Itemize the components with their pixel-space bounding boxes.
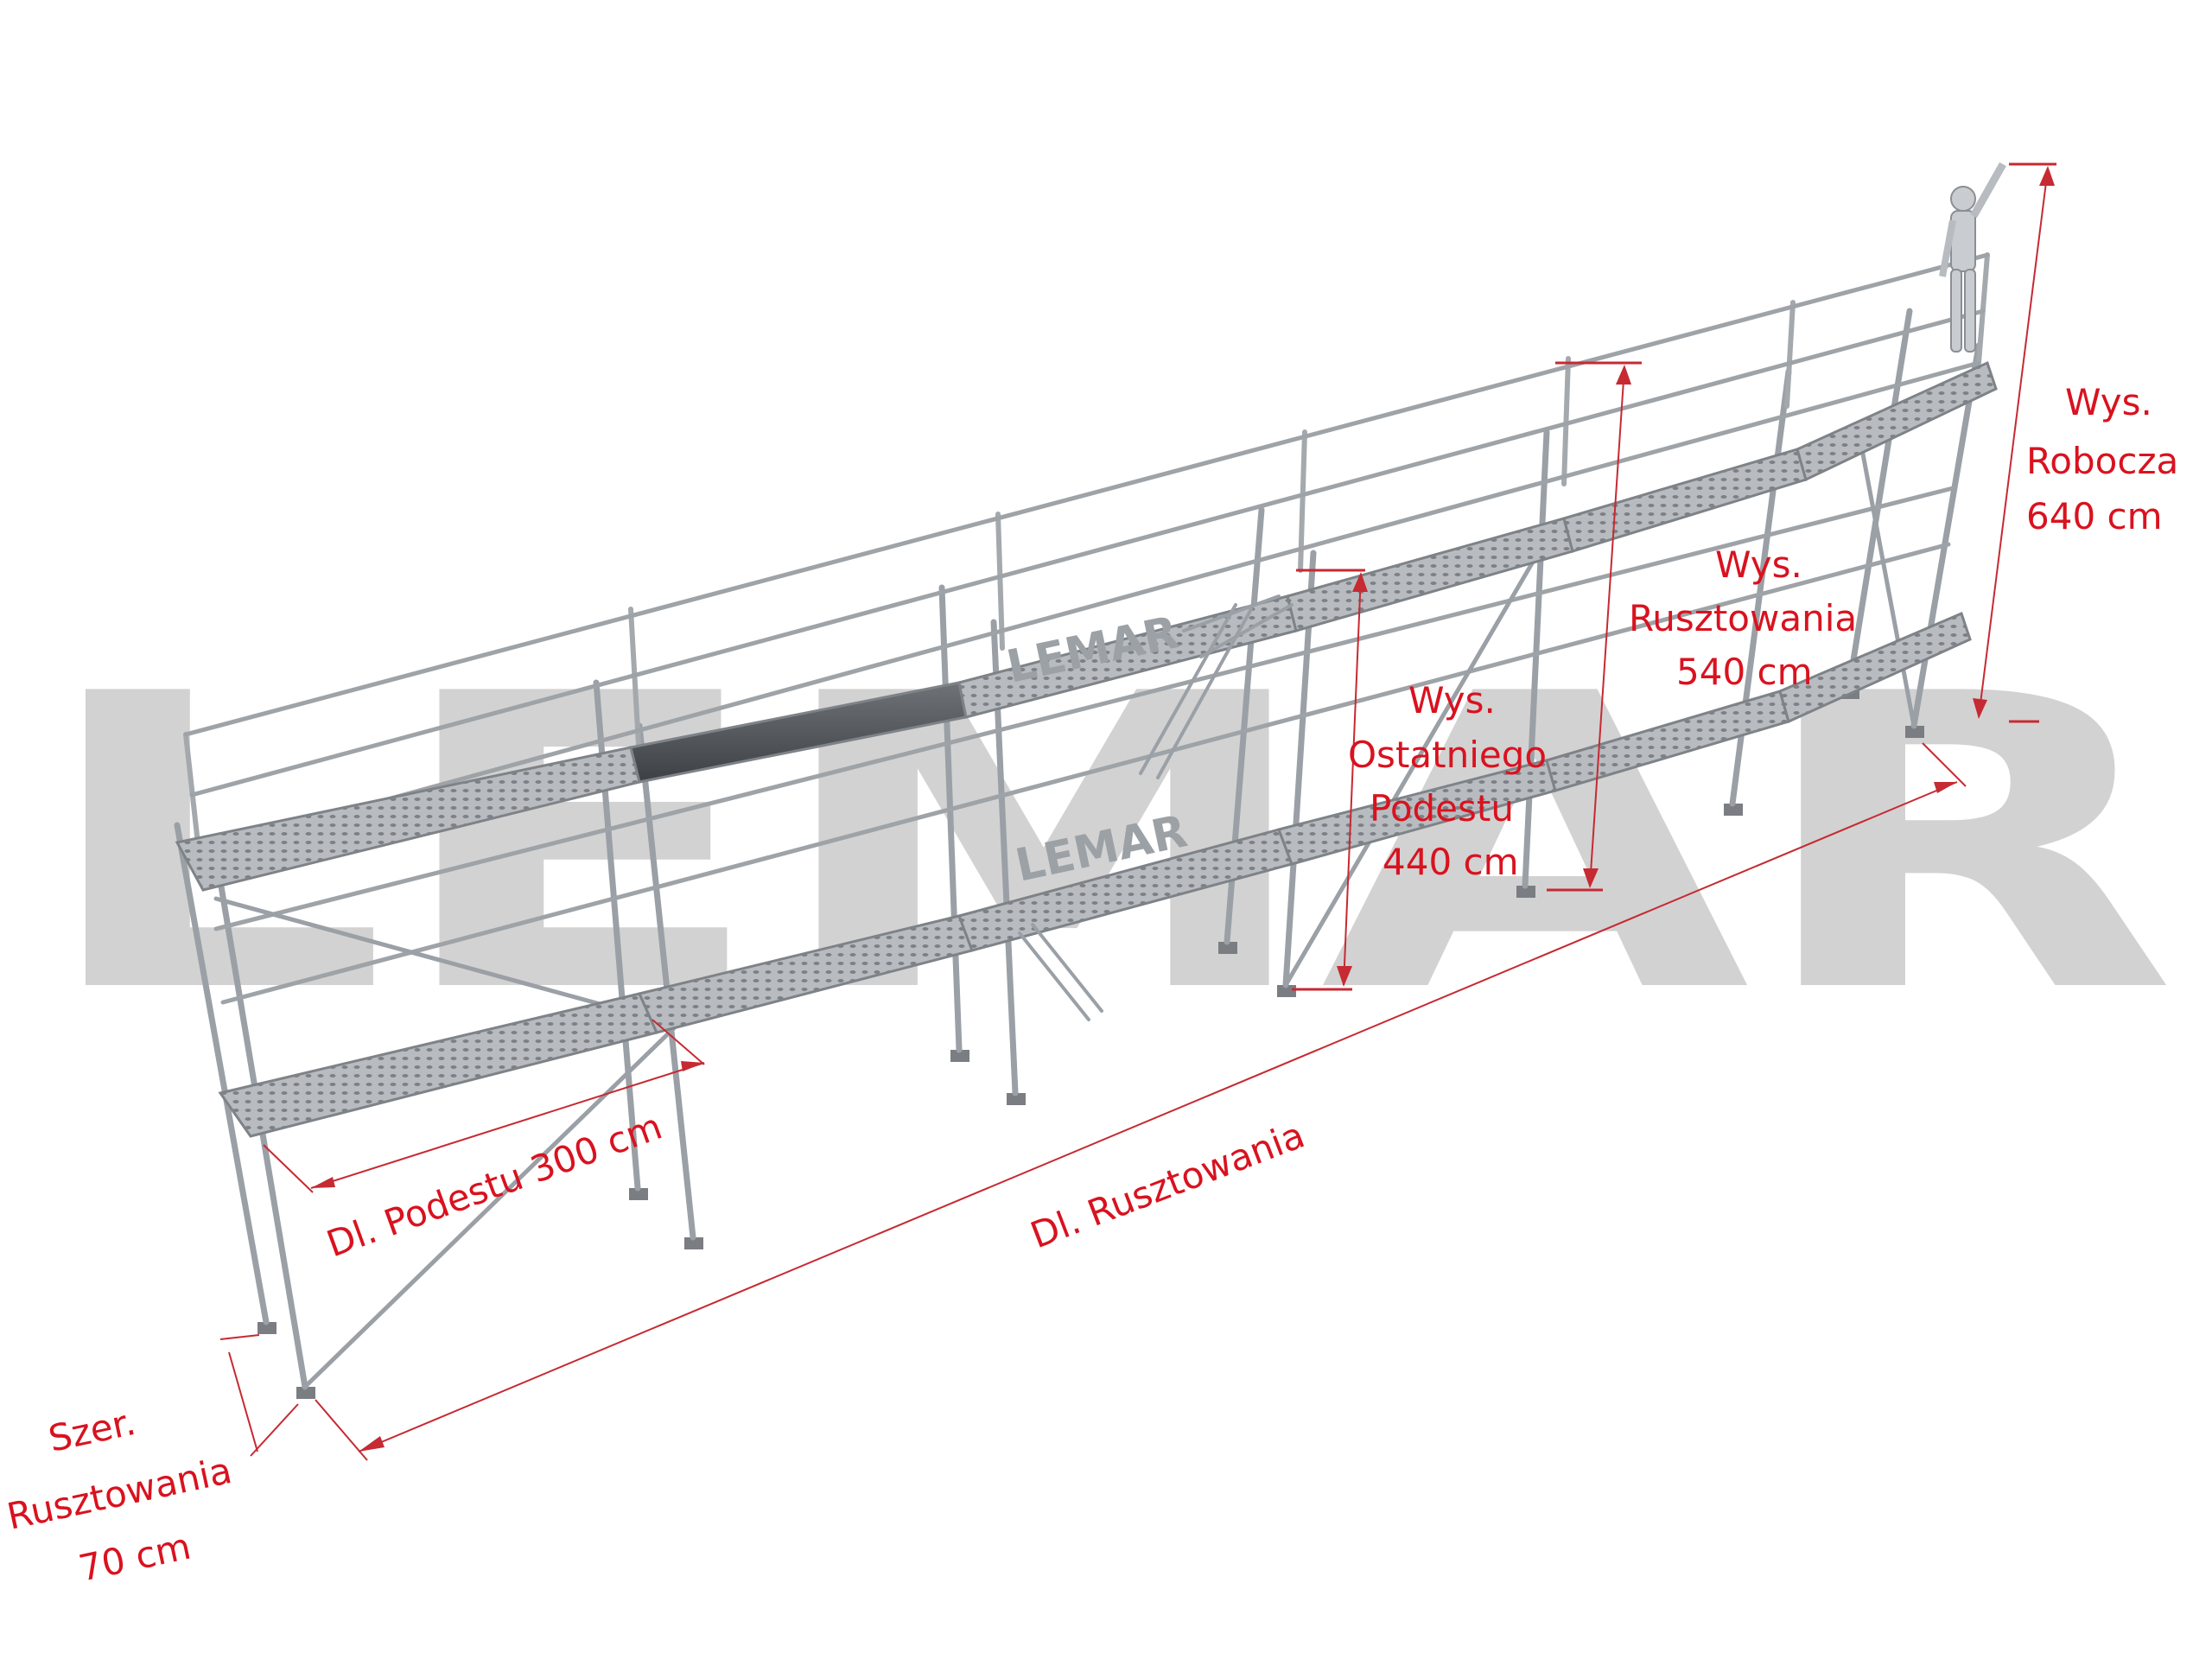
base-plates [257,687,1924,1399]
label-wys-ostatniego-2: Ostatniego [1348,734,1547,776]
label-wys-ostatniego-4: 440 cm [1382,841,1519,883]
label-szer-1: Szer. [45,1401,139,1460]
label-wys-rusztowania-2: Rusztowania [1629,597,1857,639]
label-wys-robocza-2: Robocza [2026,440,2178,482]
label-wys-rusztowania-1: Wys. [1715,543,1802,586]
diagonal-braces [213,447,1916,1389]
lower-deck [218,611,1972,1138]
label-wys-rusztowania-3: 540 cm [1676,651,1813,693]
label-wys-robocza-1: Wys. [2065,381,2152,423]
scaffold-structure [174,252,1998,1399]
label-wys-ostatniego-1: Wys. [1408,679,1496,721]
label-wys-ostatniego-3: Podestu [1370,787,1514,830]
dimension-lines [219,162,2056,1461]
label-wys-robocza-3: 640 cm [2026,495,2163,537]
label-szer-2: Rusztowania [3,1449,236,1538]
guardrails [183,252,1990,1005]
label-szer-3: 70 cm [75,1525,194,1590]
ladder [1018,594,1294,1021]
label-dl-rusztowania: Dl. Rusztowania [1025,1114,1310,1257]
person-figure-icon [1939,162,2006,353]
top-deck [175,360,1998,892]
